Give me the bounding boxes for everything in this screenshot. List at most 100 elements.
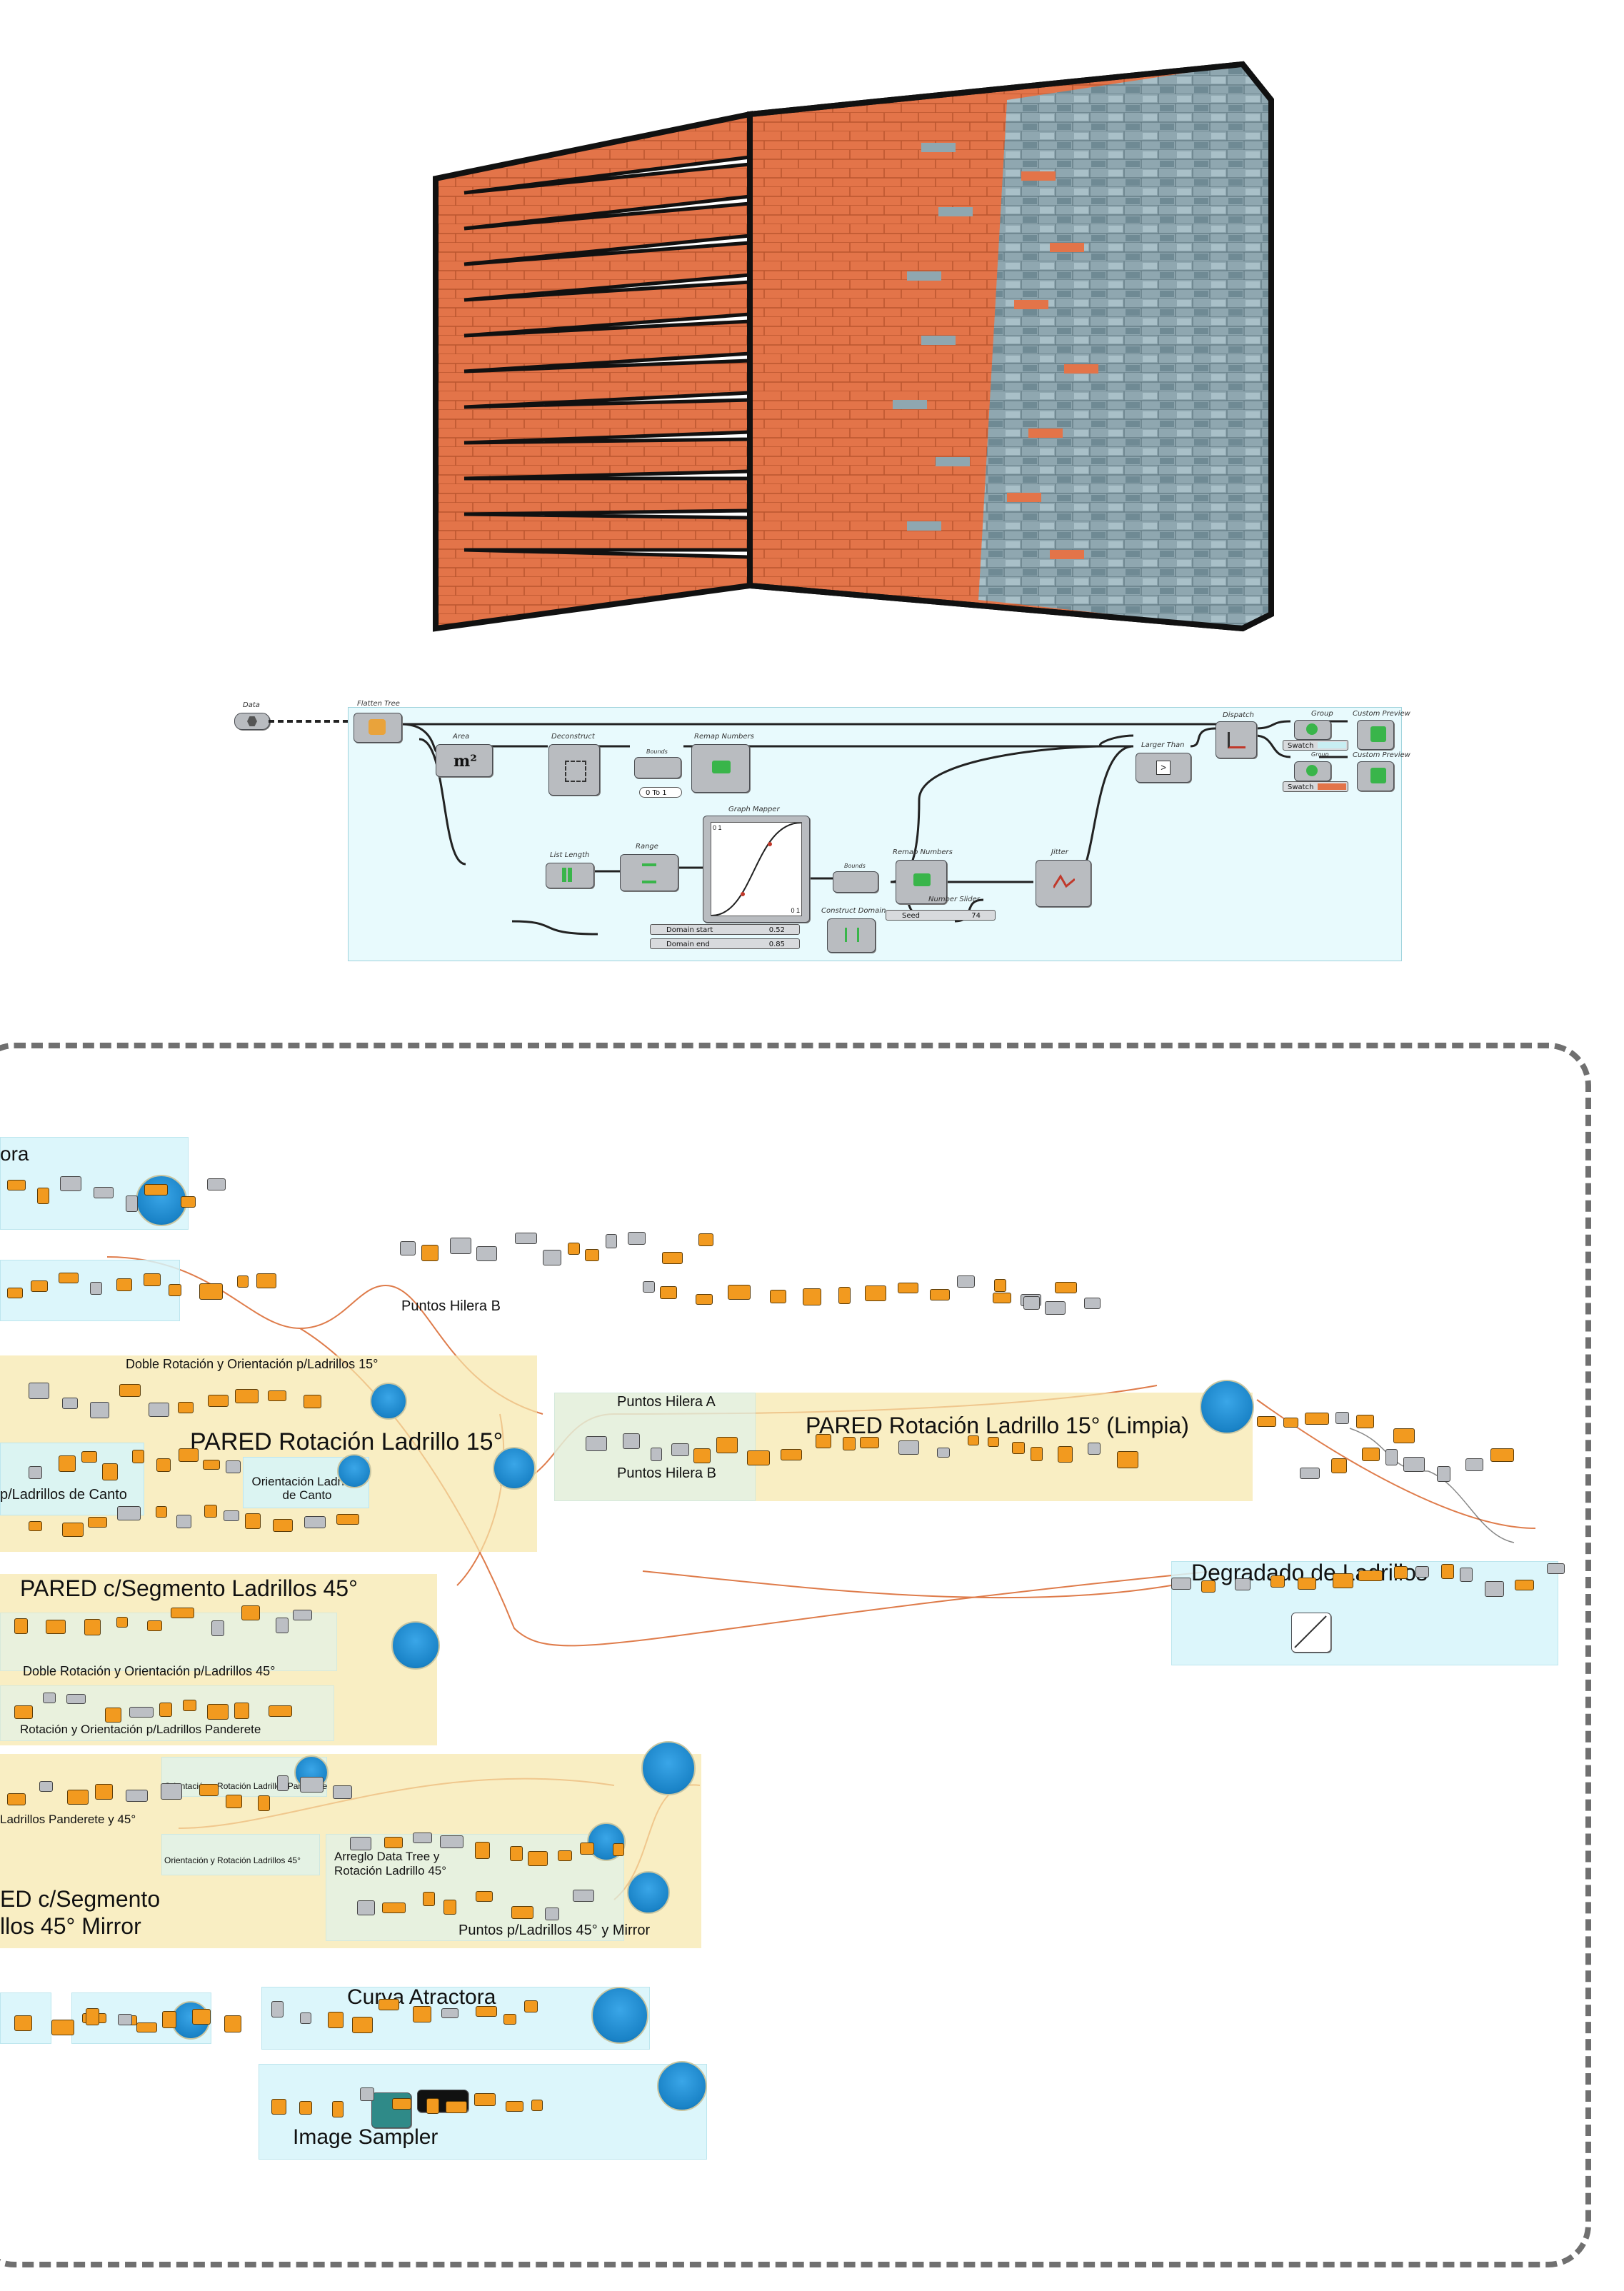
mini-component-node[interactable] bbox=[545, 1908, 559, 1920]
mini-component-node[interactable] bbox=[304, 1395, 321, 1408]
mini-component-node[interactable] bbox=[62, 1398, 78, 1409]
dispatch-node[interactable] bbox=[1216, 721, 1257, 758]
mini-component-node[interactable] bbox=[179, 1448, 199, 1462]
mini-component-node[interactable] bbox=[643, 1281, 655, 1293]
mini-component-node[interactable] bbox=[51, 2020, 74, 2035]
mini-component-node[interactable] bbox=[105, 1708, 121, 1723]
mini-component-node[interactable] bbox=[126, 1195, 138, 1212]
mini-component-node[interactable] bbox=[60, 1176, 81, 1191]
mini-component-node[interactable] bbox=[515, 1233, 537, 1244]
graph-mapper-canvas[interactable]: 0 1 0 1 bbox=[711, 822, 802, 916]
mini-component-node[interactable] bbox=[1171, 1578, 1191, 1590]
mini-component-node[interactable] bbox=[211, 1620, 224, 1636]
mini-component-node[interactable] bbox=[662, 1252, 683, 1264]
mini-component-node[interactable] bbox=[86, 2008, 99, 2025]
mini-component-node[interactable] bbox=[1305, 1413, 1329, 1425]
mini-component-node[interactable] bbox=[207, 1704, 229, 1720]
mini-component-node[interactable] bbox=[843, 1437, 856, 1450]
mini-component-node[interactable] bbox=[524, 2000, 538, 2012]
mini-component-node[interactable] bbox=[1235, 1578, 1250, 1590]
mini-component-node[interactable] bbox=[199, 1283, 223, 1300]
mini-component-node[interactable] bbox=[162, 2011, 176, 2028]
mini-component-node[interactable] bbox=[304, 1516, 326, 1528]
mini-component-node[interactable] bbox=[613, 1843, 624, 1856]
mini-component-node[interactable] bbox=[226, 1795, 242, 1808]
mini-component-node[interactable] bbox=[475, 1842, 490, 1859]
mini-component-node[interactable] bbox=[1031, 1447, 1043, 1461]
mini-component-node[interactable] bbox=[698, 1233, 713, 1246]
mini-component-node[interactable] bbox=[1393, 1428, 1415, 1443]
mini-component-node[interactable] bbox=[628, 1232, 646, 1245]
mini-component-node[interactable] bbox=[132, 1450, 144, 1463]
larger-than-node[interactable]: > bbox=[1136, 753, 1191, 783]
mini-component-node[interactable] bbox=[7, 1180, 26, 1190]
bounds-top-node[interactable] bbox=[634, 757, 681, 778]
remap-numbers-top-node[interactable] bbox=[691, 744, 750, 793]
mini-component-node[interactable] bbox=[273, 1519, 293, 1532]
mini-component-node[interactable] bbox=[384, 1837, 403, 1848]
mini-component-node[interactable] bbox=[476, 2006, 497, 2017]
mini-component-node[interactable] bbox=[585, 1249, 599, 1261]
mini-component-node[interactable] bbox=[865, 1285, 886, 1301]
mini-component-node[interactable] bbox=[119, 1384, 141, 1397]
mini-component-node[interactable] bbox=[276, 1618, 289, 1633]
mini-component-node[interactable] bbox=[258, 1795, 270, 1811]
mini-component-node[interactable] bbox=[1201, 1580, 1216, 1593]
mini-component-node[interactable] bbox=[382, 1903, 406, 1913]
mini-component-node[interactable] bbox=[1358, 1570, 1383, 1581]
mini-component-node[interactable] bbox=[183, 1700, 196, 1711]
mini-component-node[interactable] bbox=[968, 1435, 979, 1445]
mini-component-node[interactable] bbox=[443, 1900, 456, 1915]
mini-component-node[interactable] bbox=[336, 1514, 359, 1525]
construct-domain-node[interactable] bbox=[827, 918, 876, 953]
image-sampler-node[interactable] bbox=[371, 2092, 411, 2128]
mini-component-node[interactable] bbox=[1058, 1446, 1073, 1463]
domain-start-slider[interactable]: Domain start 0.52 bbox=[650, 924, 800, 935]
mini-component-node[interactable] bbox=[116, 1278, 132, 1291]
mini-component-node[interactable] bbox=[1362, 1448, 1380, 1461]
mini-component-node[interactable] bbox=[357, 1900, 375, 1915]
domain-end-slider[interactable]: Domain end 0.85 bbox=[650, 938, 800, 949]
bounds-bottom-node[interactable] bbox=[833, 871, 878, 893]
mini-component-node[interactable] bbox=[993, 1293, 1011, 1303]
mini-component-node[interactable] bbox=[988, 1437, 999, 1447]
mini-component-node[interactable] bbox=[440, 1835, 463, 1848]
custom-preview-node-1[interactable] bbox=[1357, 720, 1394, 750]
mini-component-node[interactable] bbox=[176, 1515, 191, 1528]
mini-component-node[interactable] bbox=[1298, 1578, 1316, 1590]
mini-component-node[interactable] bbox=[29, 1466, 42, 1479]
mini-component-node[interactable] bbox=[256, 1273, 276, 1288]
mini-component-node[interactable] bbox=[136, 2022, 157, 2032]
mini-component-node[interactable] bbox=[350, 1837, 371, 1850]
mini-component-node[interactable] bbox=[898, 1440, 919, 1455]
mini-component-node[interactable] bbox=[62, 1523, 84, 1537]
mini-component-node[interactable] bbox=[506, 2101, 523, 2112]
mini-component-node[interactable] bbox=[14, 1618, 28, 1634]
mini-component-node[interactable] bbox=[94, 1187, 114, 1198]
mini-component-node[interactable] bbox=[543, 1250, 561, 1265]
mini-component-node[interactable] bbox=[476, 1891, 493, 1902]
mini-component-node[interactable] bbox=[300, 1777, 324, 1793]
seed-slider[interactable]: Seed 74 bbox=[886, 910, 996, 921]
mini-component-node[interactable] bbox=[1515, 1580, 1534, 1590]
mini-component-node[interactable] bbox=[29, 1383, 49, 1399]
mini-component-node[interactable] bbox=[413, 1833, 432, 1843]
swatch-1[interactable]: Swatch bbox=[1283, 740, 1348, 751]
mini-component-node[interactable] bbox=[224, 1510, 239, 1521]
mini-component-node[interactable] bbox=[568, 1243, 580, 1255]
mini-component-node[interactable] bbox=[511, 1906, 533, 1919]
mini-component-node[interactable] bbox=[1547, 1563, 1565, 1574]
mini-component-node[interactable] bbox=[623, 1433, 640, 1449]
area-node[interactable]: m² bbox=[436, 744, 493, 777]
mini-component-node[interactable] bbox=[171, 1608, 194, 1618]
list-length-node[interactable] bbox=[546, 863, 594, 888]
mini-component-node[interactable] bbox=[332, 2101, 344, 2117]
mini-component-node[interactable] bbox=[269, 1705, 292, 1717]
mini-component-node[interactable] bbox=[81, 1451, 97, 1463]
mini-component-node[interactable] bbox=[271, 2099, 286, 2115]
mini-component-node[interactable] bbox=[392, 2098, 411, 2110]
mini-component-node[interactable] bbox=[781, 1449, 802, 1460]
mini-component-node[interactable] bbox=[747, 1450, 770, 1465]
mini-component-node[interactable] bbox=[204, 1505, 217, 1518]
mini-component-node[interactable] bbox=[129, 1707, 154, 1718]
